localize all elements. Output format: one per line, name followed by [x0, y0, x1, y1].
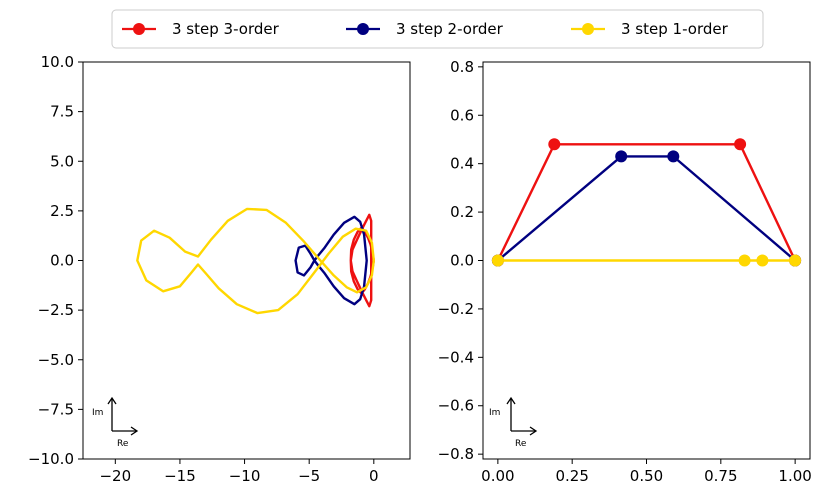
legend-label-1-order: 3 step 1-order	[621, 20, 729, 38]
right-point-3-step-1-order-2	[756, 254, 769, 267]
legend: 3 step 3-order 3 step 2-order 3 step 1-o…	[111, 9, 764, 49]
y-tick-label: 0.0	[450, 252, 474, 270]
right-panel: 0.00 0.25 0.50 0.75 1.00 0.8 0.6 0.4 0.2 0.0 −0.2 −…	[438, 58, 812, 485]
x-tick-label: −15	[164, 467, 196, 485]
right-point-3-step-1-order-0	[491, 254, 504, 267]
right-plot-lines	[491, 138, 802, 267]
x-tick-label: 1.00	[778, 467, 811, 485]
right-im-label: Im	[489, 408, 500, 418]
left-axis-ticks: −20 −15 −10 −5 0 10.0 7.5 5.0 2.5 0.0 −2.5 −5.0 −7.5…	[28, 53, 379, 485]
legend-entry-3-order: 3 step 3-order	[122, 20, 280, 38]
legend-entry-2-order: 3 step 2-order	[346, 20, 504, 38]
y-tick-label: 0.8	[450, 58, 474, 76]
right-point-3-step-2-order-2	[667, 150, 680, 163]
left-corner-axes: Im Re	[92, 396, 139, 449]
left-panel: −20 −15 −10 −5 0 10.0 7.5 5.0 2.5 0.0 −2.5 −5.0 −7.5…	[28, 53, 411, 485]
y-tick-label: −0.8	[438, 445, 474, 463]
y-tick-label: −0.2	[438, 300, 474, 318]
left-plot-lines	[136, 207, 375, 315]
y-tick-label: −0.6	[438, 397, 474, 415]
x-tick-label: 0.75	[704, 467, 737, 485]
right-point-3-step-1-order-3	[789, 254, 802, 267]
y-tick-label: −2.5	[38, 301, 74, 319]
left-series-line-3-step-3-order	[349, 213, 375, 308]
left-re-arrowhead-icon	[130, 426, 139, 436]
legend-frame	[111, 9, 764, 49]
left-series-line-3-step-2-order	[294, 215, 368, 306]
y-tick-label: −5.0	[38, 351, 74, 369]
y-tick-label: 0.0	[50, 252, 74, 270]
legend-marker-2-order	[357, 23, 369, 35]
y-tick-label: 7.5	[50, 103, 74, 121]
y-tick-label: 0.6	[450, 106, 474, 124]
x-tick-label: 0	[369, 467, 379, 485]
right-point-3-step-3-order-2	[734, 138, 747, 151]
right-re-arrowhead-icon	[529, 426, 538, 436]
x-tick-label: −10	[229, 467, 261, 485]
right-series-line-3-step-3-order	[496, 143, 797, 262]
legend-label-3-order: 3 step 3-order	[172, 20, 280, 38]
x-tick-label: 0.50	[630, 467, 663, 485]
legend-entry-1-order: 3 step 1-order	[571, 20, 729, 38]
legend-label-2-order: 3 step 2-order	[396, 20, 504, 38]
y-tick-label: 0.4	[450, 155, 474, 173]
y-tick-label: −0.4	[438, 348, 474, 366]
right-axis-ticks: 0.00 0.25 0.50 0.75 1.00 0.8 0.6 0.4 0.2 0.0 −0.2 −…	[438, 58, 812, 485]
left-plot-frame	[82, 61, 411, 460]
x-tick-label: −5	[298, 467, 320, 485]
left-im-arrowhead-icon	[107, 396, 117, 405]
left-re-label: Re	[117, 439, 129, 449]
right-point-3-step-1-order-1	[738, 254, 751, 267]
right-re-label: Re	[515, 439, 527, 449]
y-tick-label: −10.0	[28, 450, 74, 468]
y-tick-label: 5.0	[50, 152, 74, 170]
right-corner-axes: Im Re	[489, 396, 538, 449]
right-point-3-step-3-order-1	[548, 138, 561, 151]
y-tick-label: 10.0	[41, 53, 74, 71]
legend-marker-1-order	[582, 23, 594, 35]
right-im-arrowhead-icon	[506, 396, 516, 405]
y-tick-label: 2.5	[50, 202, 74, 220]
legend-marker-3-order	[133, 23, 145, 35]
x-tick-label: 0.00	[481, 467, 514, 485]
y-tick-label: 0.2	[450, 203, 474, 221]
right-series-line-3-step-2-order	[496, 155, 797, 262]
y-tick-label: −7.5	[38, 400, 74, 418]
x-tick-label: −20	[99, 467, 131, 485]
x-tick-label: 0.25	[555, 467, 588, 485]
right-point-3-step-2-order-1	[615, 150, 628, 163]
left-series-line-3-step-1-order	[136, 207, 375, 315]
left-im-label: Im	[92, 408, 103, 418]
